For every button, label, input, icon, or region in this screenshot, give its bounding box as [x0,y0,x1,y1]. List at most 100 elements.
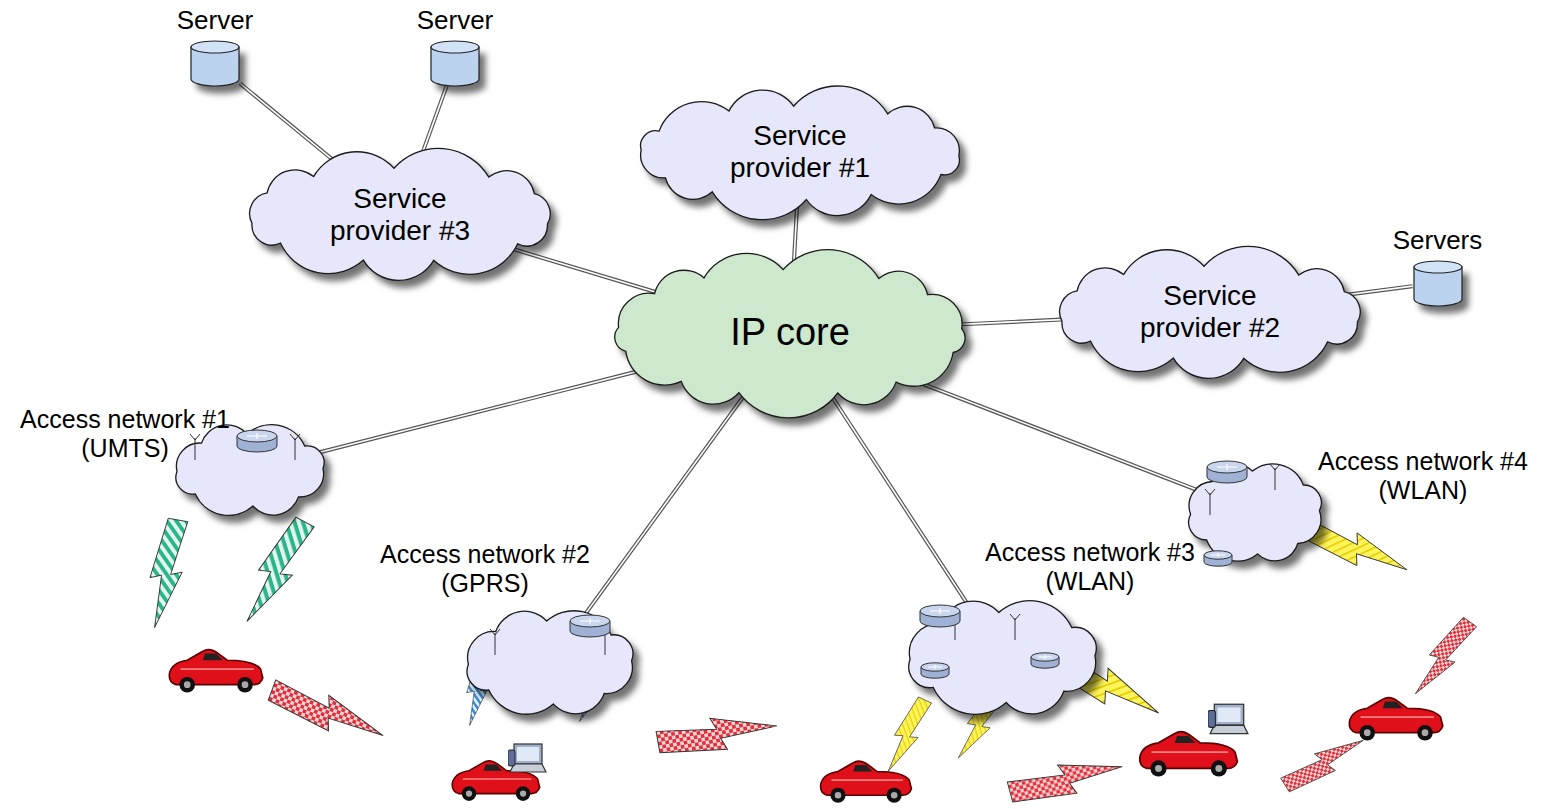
vehicle-link [1279,728,1369,797]
access-network-label: Access network #4 (WLAN) [1298,447,1548,505]
link-core [508,248,657,293]
service-provider-cloud: Service provider #1 [615,88,985,218]
link-core [1349,286,1413,294]
router [1204,551,1232,566]
router [1207,461,1247,483]
text-holder: Server [385,6,525,36]
text-holder: Service provider #2 [1035,248,1385,378]
car [169,650,262,693]
laptop [508,744,546,772]
vehicle-link [1407,614,1479,702]
vehicle-link [1006,749,1125,809]
server: Servers [1380,226,1495,318]
cloud-label: Service provider #3 [310,183,490,247]
text-holder: Access network #4 (WLAN) [1298,447,1548,505]
access-network-cloud: Access network #3 (WLAN) [895,595,1110,720]
router [237,430,277,452]
cloud-fill [1189,464,1322,561]
umts-radio-link [142,517,191,631]
text-holder: Servers [1360,226,1515,256]
access-network-cloud: Access network #4 (WLAN) [1180,455,1330,570]
network-link [1349,286,1413,294]
access-network-label: Access network #3 (WLAN) [975,538,1205,596]
link-core [961,320,1062,325]
server-label: Server [385,6,525,36]
server-cylinder [190,40,240,86]
antenna [1270,464,1280,490]
network-link [908,378,1200,491]
wlan-radio-link [880,695,934,777]
car [1140,732,1238,777]
cloud-fill [467,611,633,714]
link-outline [315,368,649,453]
antenna [190,434,200,460]
link-core [908,378,1200,491]
ip-core-cloud: IP core [590,245,990,420]
server-label: Servers [1360,226,1515,256]
server: Server [405,6,505,100]
cloud-label: IP core [730,311,850,355]
network-link [830,394,974,615]
link-core [830,394,974,615]
network-link [240,83,347,171]
server-label: Server [145,6,285,36]
access-network-cloud: Access network #1 (UMTS) [165,420,335,520]
vehicle-link [655,707,779,761]
text-holder: Service provider #3 [225,150,575,280]
car [1349,698,1442,741]
access-network-label: Access network #1 (UMTS) [10,405,240,463]
router [570,615,610,637]
text-holder: Access network #2 (GPRS) [370,540,600,598]
link-outline [578,393,745,623]
service-provider-cloud: Service provider #3 [225,150,575,280]
server: Server [165,6,265,100]
text-holder: IP core [590,245,990,420]
antenna [290,434,300,460]
link-core [315,368,649,453]
router [920,605,960,627]
network-link [315,368,649,453]
link-outline [908,378,1200,491]
cloud-label: Service provider #2 [1120,280,1300,344]
link-outline [240,83,347,171]
text-holder: Service provider #1 [615,88,985,218]
vehicle-link [265,676,389,749]
cloud-fill [615,250,965,418]
server-cylinder [430,40,480,86]
cloud-outline [1180,455,1330,570]
text-holder: Access network #1 (UMTS) [10,405,240,463]
cloud-fill [641,86,960,220]
server-cylinder [1413,260,1463,306]
cloud-outline [165,420,335,520]
link-core [240,83,347,171]
cloud-fill [909,601,1096,715]
service-provider-cloud: Service provider #2 [1035,248,1385,378]
cloud-label: Service provider #1 [710,120,890,184]
link-outline [1349,286,1413,294]
link-outline [961,320,1062,325]
cloud-outline [455,605,645,720]
router [921,663,949,678]
antenna [1205,489,1215,515]
cloud-outline [895,595,1110,720]
access-network-cloud: Access network #2 (GPRS) [455,605,645,720]
link-outline [830,394,974,615]
antenna [1010,614,1020,640]
router [1031,653,1059,668]
access-network-label: Access network #2 (GPRS) [370,540,600,598]
cloud-fill [250,149,551,281]
network-link [961,320,1062,325]
cloud-fill [176,425,324,516]
cloud-fill [1060,246,1361,378]
text-holder: Access network #3 (WLAN) [975,538,1205,596]
umts-radio-link [235,513,317,630]
text-holder: Server [145,6,285,36]
antenna [490,629,500,655]
link-outline [508,248,657,293]
link-core [578,393,745,623]
laptop [1208,704,1248,733]
network-link [578,393,745,623]
network-link [508,248,657,293]
car [821,761,912,803]
